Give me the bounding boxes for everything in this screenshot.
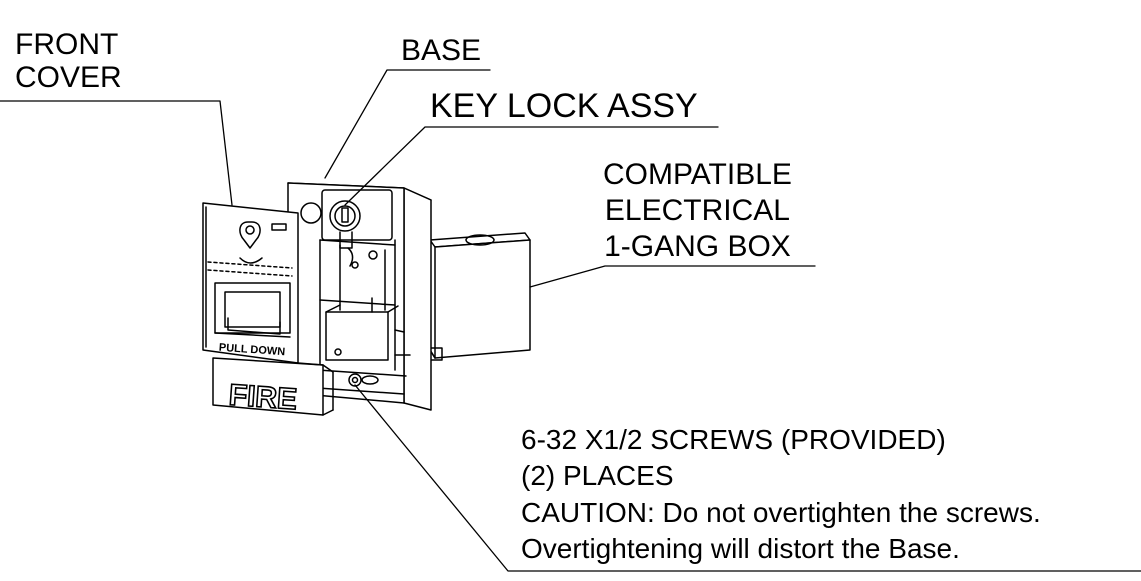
screws-label-line-1: 6-32 X1/2 SCREWS (PROVIDED) [521, 424, 946, 455]
front-cover-label-line-1: FRONT [15, 28, 119, 61]
base-plate [287, 182, 432, 411]
box-label-line-1: COMPATIBLE [603, 158, 792, 191]
electrical-box [429, 232, 531, 361]
fire-cover-text: FIRE [228, 379, 298, 417]
screws-caution-line-1: CAUTION: Do not overtighten the screws. [521, 496, 1041, 528]
front-cover-label-line-2: COVER [15, 61, 122, 94]
screws-caution-line-2: Overtightening will distort the Base. [521, 533, 960, 565]
leader-screws [354, 384, 1141, 572]
key-lock-assy [329, 200, 361, 267]
leader-base [324, 69, 491, 179]
leader-front-cover [0, 100, 233, 206]
screws-label-line-2: (2) PLACES [521, 460, 674, 492]
screws-label: 6-32 X1/2 SCREWS (PROVIDED) (2) PLACES C… [521, 422, 1041, 568]
front-cover [202, 202, 334, 416]
leader-box [529, 265, 816, 288]
box-label: COMPATIBLE ELECTRICAL 1-GANG BOX [603, 157, 792, 265]
base-label: BASE [401, 34, 482, 67]
pull-down-text: PULL DOWN [218, 342, 285, 359]
front-cover-label: FRONT COVER [15, 28, 122, 94]
box-label-line-3: 1-GANG BOX [604, 230, 791, 263]
key-lock-label: KEY LOCK ASSY [430, 87, 698, 125]
leader-key-lock [344, 126, 719, 206]
leader-lines [0, 69, 1141, 572]
box-label-line-2: ELECTRICAL [604, 194, 790, 227]
